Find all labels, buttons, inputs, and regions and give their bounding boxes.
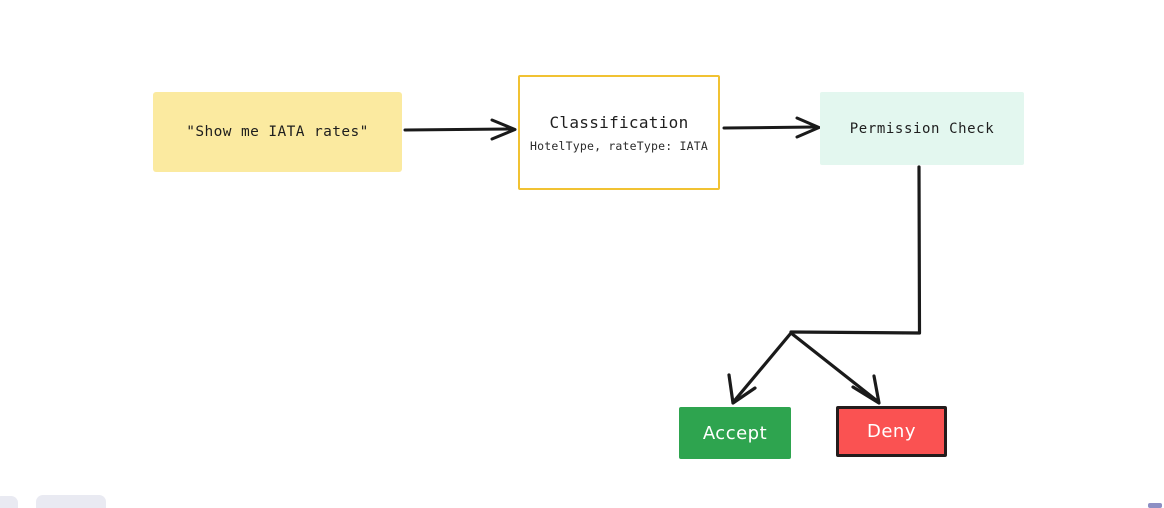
node-classification-subtitle: HotelType, rateType: IATA <box>529 138 709 153</box>
node-accept[interactable]: Accept <box>679 407 791 459</box>
toolbar-fragment-left[interactable] <box>0 496 18 508</box>
toolbar-fragment-middle[interactable] <box>36 495 106 508</box>
node-accept-label: Accept <box>702 422 768 444</box>
node-classification[interactable]: Classification HotelType, rateType: IATA <box>518 75 720 190</box>
toolbar-fragment-right[interactable] <box>1148 503 1162 508</box>
node-deny[interactable]: Deny <box>836 406 947 457</box>
edge-intent-to-classification <box>403 118 517 141</box>
edge-permission-trunk <box>789 165 922 335</box>
node-user-intent[interactable]: "Show me IATA rates" <box>153 92 402 172</box>
edge-permission-to-deny <box>789 331 881 405</box>
node-permission-check-label: Permission Check <box>849 120 995 137</box>
node-classification-title: Classification <box>549 112 689 132</box>
edge-classification-to-permission <box>722 116 821 139</box>
edge-permission-to-accept <box>727 331 793 405</box>
node-user-intent-label: "Show me IATA rates" <box>186 124 369 140</box>
node-deny-label: Deny <box>867 421 916 442</box>
node-permission-check[interactable]: Permission Check <box>820 92 1024 165</box>
